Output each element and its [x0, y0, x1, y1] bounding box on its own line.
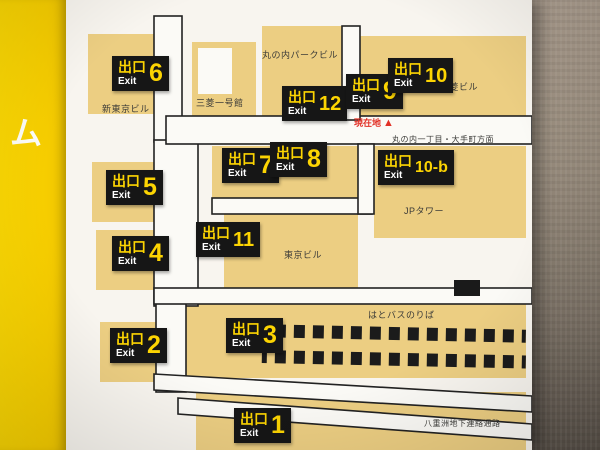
- map-label: JPタワー: [404, 206, 445, 216]
- yellow-pillar: ム: [0, 0, 66, 450]
- map-label: 丸の内パークビル: [262, 50, 339, 60]
- map-label: 三菱一号館: [196, 98, 244, 108]
- exit-kanji-label: 出口: [276, 145, 304, 161]
- exit-english-label: Exit: [394, 78, 413, 89]
- exit-english-label: Exit: [384, 170, 403, 181]
- current-location-marker: 現在地 ▲: [354, 116, 394, 129]
- map-label: 東京ビル: [284, 250, 323, 260]
- exit-kanji-label: 出口: [118, 239, 146, 255]
- exit-number: 7: [259, 151, 273, 179]
- current-location-triangle: ▲: [383, 117, 394, 129]
- exit-english-label: Exit: [276, 162, 295, 173]
- wall-right: [530, 0, 600, 450]
- exit-kanji-label: 出口: [240, 411, 268, 427]
- exit-kanji-label: 出口: [116, 331, 144, 347]
- exit-number: 2: [147, 331, 161, 359]
- exit-kanji-label: 出口: [394, 61, 422, 77]
- exit-number: 10-b: [415, 158, 448, 176]
- exit-english-label: Exit: [118, 76, 137, 87]
- exit-number: 10: [425, 64, 448, 87]
- exit-kanji-label: 出口: [228, 151, 256, 167]
- exit-english-label: Exit: [240, 428, 259, 439]
- ichigokan-courtyard: [198, 48, 232, 94]
- structure-block: [454, 280, 480, 296]
- exit-english-label: Exit: [228, 168, 247, 179]
- exit-number: 8: [307, 145, 321, 173]
- exit-english-label: Exit: [118, 256, 137, 267]
- bus-stall-markings: [251, 280, 526, 369]
- exit-number: 1: [271, 411, 285, 439]
- exit-number: 5: [143, 173, 157, 201]
- exit-english-label: Exit: [202, 242, 221, 253]
- road-diagonal-1: [153, 373, 532, 413]
- exit-number: 3: [263, 321, 277, 349]
- pillar-text: ム: [10, 115, 43, 151]
- map-label: 八重洲地下連絡通路: [424, 419, 501, 428]
- map-label: 丸の内一丁目・大手町方面: [392, 135, 494, 144]
- exit-kanji-label: 出口: [352, 77, 380, 93]
- exit-kanji-label: 出口: [288, 89, 316, 105]
- map-label: 三菱ビル: [440, 82, 479, 92]
- exit-english-label: Exit: [352, 94, 371, 105]
- exit-number: 4: [149, 239, 163, 267]
- exit-kanji-label: 出口: [112, 173, 140, 189]
- label-layer: 丸の内パークビル三菱一号館 三菱ビル新東京ビル丸の内一丁目・大手町方面 JPタワー東…: [66, 0, 532, 450]
- current-location-text: 現在地: [354, 118, 382, 128]
- exit-english-label: Exit: [116, 348, 135, 359]
- exit-english-label: Exit: [232, 338, 251, 349]
- map-label: 新東京ビル: [102, 104, 150, 114]
- exit-number: 6: [149, 59, 163, 87]
- station-exit-map: 丸の内パークビル三菱一号館 三菱ビル新東京ビル丸の内一丁目・大手町方面 JPタワー東…: [66, 0, 532, 450]
- exit-english-label: Exit: [112, 190, 131, 201]
- exit-kanji-label: 出口: [202, 225, 230, 241]
- road-beside-jptower: [357, 143, 375, 215]
- exit-layer: 出口Exit6出口Exit12出口Exit9出口Exit10出口Exit7出口E…: [66, 0, 532, 450]
- exit-english-label: Exit: [288, 106, 307, 117]
- exit-kanji-label: 出口: [384, 153, 412, 169]
- exit-number: 12: [319, 92, 342, 115]
- map-label: はとバスのりば: [368, 310, 435, 320]
- road-above-bus-area: [153, 287, 532, 305]
- exit-kanji-label: 出口: [118, 59, 146, 75]
- exit-kanji-label: 出口: [232, 321, 260, 337]
- exit-number: 11: [233, 228, 255, 251]
